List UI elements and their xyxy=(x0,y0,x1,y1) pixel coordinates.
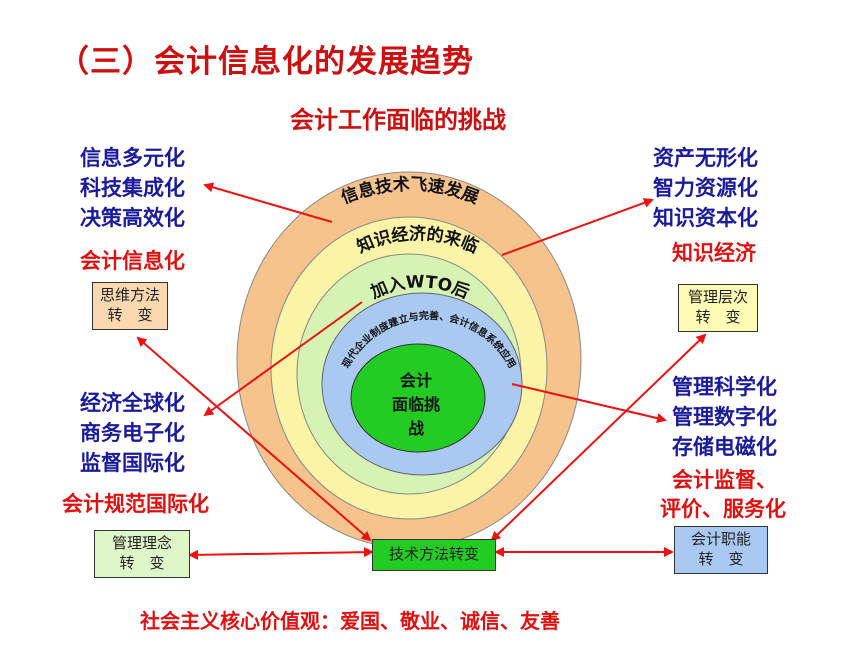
box-line: 技术方法转变 xyxy=(388,545,479,563)
box-line: 会计职能 xyxy=(690,530,751,548)
arrow-second-to-right xyxy=(501,198,654,256)
right-mid-item: 管理科学化 xyxy=(672,375,777,399)
box-line: 转 变 xyxy=(107,306,153,324)
arrow-tech-level xyxy=(490,333,707,542)
right-top-list: 资产无形化 智力资源化 知识资本化 xyxy=(653,143,758,233)
left-top-label: 会计信息化 xyxy=(80,249,185,273)
management-level-box: 管理层次 转 变 xyxy=(678,284,758,332)
page-title: （三）会计信息化的发展趋势 xyxy=(58,44,474,80)
box-line: 转 变 xyxy=(698,550,744,568)
box-line: 转 变 xyxy=(695,308,741,326)
left-mid-item: 监督国际化 xyxy=(80,451,185,475)
left-top-item: 信息多元化 xyxy=(80,146,185,170)
right-mid-item: 管理数字化 xyxy=(672,405,777,429)
left-top-item: 科技集成化 xyxy=(80,176,185,200)
left-mid-item: 商务电子化 xyxy=(80,421,185,445)
right-mid-label: 会计监督、 评价、服务化 xyxy=(660,466,786,524)
thinking-method-box: 思维方法 转 变 xyxy=(92,282,168,330)
right-mid-list: 管理科学化 管理数字化 存储电磁化 xyxy=(672,372,777,462)
left-mid-label: 会计规范国际化 xyxy=(62,492,209,516)
management-concept-box: 管理理念 转 变 xyxy=(94,530,190,578)
box-line: 转 变 xyxy=(119,554,165,572)
arrow-concept-tech xyxy=(188,547,374,560)
page-subtitle: 会计工作面临的挑战 xyxy=(290,106,506,134)
arrow-tech-thinking xyxy=(136,336,372,542)
core-values-footer: 社会主义核心价值观：爱国、敬业、诚信、友善 xyxy=(140,609,560,633)
tech-method-box: 技术方法转变 xyxy=(372,539,496,571)
right-top-item: 智力资源化 xyxy=(653,176,758,200)
left-top-item: 决策高效化 xyxy=(80,206,185,230)
box-line: 管理理念 xyxy=(111,534,172,552)
right-mid-item: 存储电磁化 xyxy=(672,435,777,459)
box-line: 管理层次 xyxy=(687,288,748,306)
right-mid-label-line: 会计监督、 xyxy=(672,468,777,492)
right-top-label: 知识经济 xyxy=(672,241,756,265)
left-mid-item: 经济全球化 xyxy=(80,391,185,415)
box-line: 思维方法 xyxy=(99,286,160,304)
right-top-item: 知识资本化 xyxy=(653,206,758,230)
center-line-2: 面临挑 xyxy=(392,395,440,414)
center-line-1: 会计 xyxy=(400,371,432,390)
left-mid-list: 经济全球化 商务电子化 监督国际化 xyxy=(80,388,185,478)
right-mid-label-line: 评价、服务化 xyxy=(660,497,786,521)
arrow-outer-to-left xyxy=(203,182,333,223)
center-line-3: 战 xyxy=(408,419,424,438)
right-top-item: 资产无形化 xyxy=(653,146,758,170)
accounting-function-box: 会计职能 转 变 xyxy=(674,526,768,574)
left-top-list: 信息多元化 科技集成化 决策高效化 xyxy=(80,143,185,233)
